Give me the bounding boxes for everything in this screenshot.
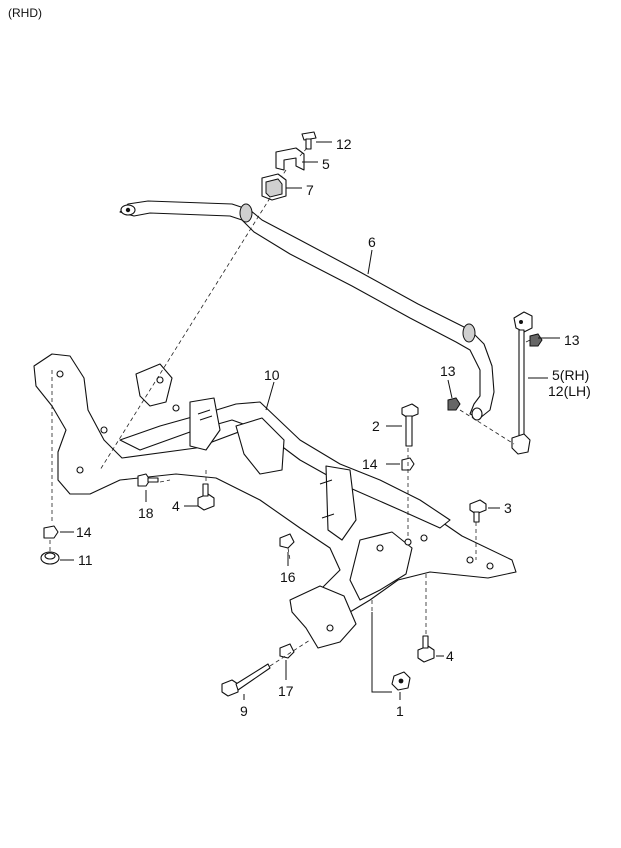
callout-6: 6 (368, 234, 376, 250)
callout-11: 11 (78, 552, 93, 568)
link-nut-icon (447, 333, 543, 411)
assembly-lines (49, 147, 531, 693)
bolt-4-icon (197, 483, 435, 663)
callout-leaders (60, 141, 560, 700)
bracket-bolt-icon (301, 131, 317, 150)
nut-11-icon (40, 551, 60, 565)
bolt-9-icon (221, 663, 271, 697)
callout-13-right: 13 (564, 332, 580, 348)
bolt-2-icon (401, 403, 419, 447)
callout-12-lh: 12(LH) (548, 383, 591, 399)
bolt-18-icon (137, 473, 159, 487)
callout-2: 2 (372, 418, 380, 434)
stabilizer-bar-part (119, 200, 495, 421)
washer-17-icon (279, 643, 295, 659)
front-crossmember-part (33, 353, 517, 649)
callout-13-left: 13 (440, 363, 456, 379)
callout-9: 9 (240, 703, 248, 719)
bolt-3-icon (469, 499, 487, 523)
nut-14-icon (43, 457, 415, 539)
callout-1: 1 (396, 703, 404, 719)
callout-5-top: 5 (322, 156, 330, 172)
callout-14-left: 14 (76, 524, 92, 540)
stabilizer-link-part (511, 311, 533, 455)
callout-3: 3 (504, 500, 512, 516)
callout-17: 17 (278, 683, 294, 699)
callout-12-top: 12 (336, 136, 352, 152)
corner-note: (RHD) (8, 6, 42, 20)
callout-16: 16 (280, 569, 296, 585)
stabilizer-bushing-icon (261, 173, 287, 201)
nut-1-icon (391, 671, 411, 691)
callout-14-right: 14 (362, 456, 378, 472)
callout-18: 18 (138, 505, 154, 521)
callout-10: 10 (264, 367, 280, 383)
nut-16-icon (279, 533, 295, 549)
callout-4-right: 4 (446, 648, 454, 664)
callout-5-rh: 5(RH) (552, 367, 589, 383)
callout-7: 7 (306, 182, 314, 198)
callout-labels: 12 5 7 6 10 13 13 5(RH) 12(LH) 2 14 3 4 … (76, 136, 591, 719)
bushing-bracket-icon (275, 147, 305, 171)
callout-4-left: 4 (172, 498, 180, 514)
